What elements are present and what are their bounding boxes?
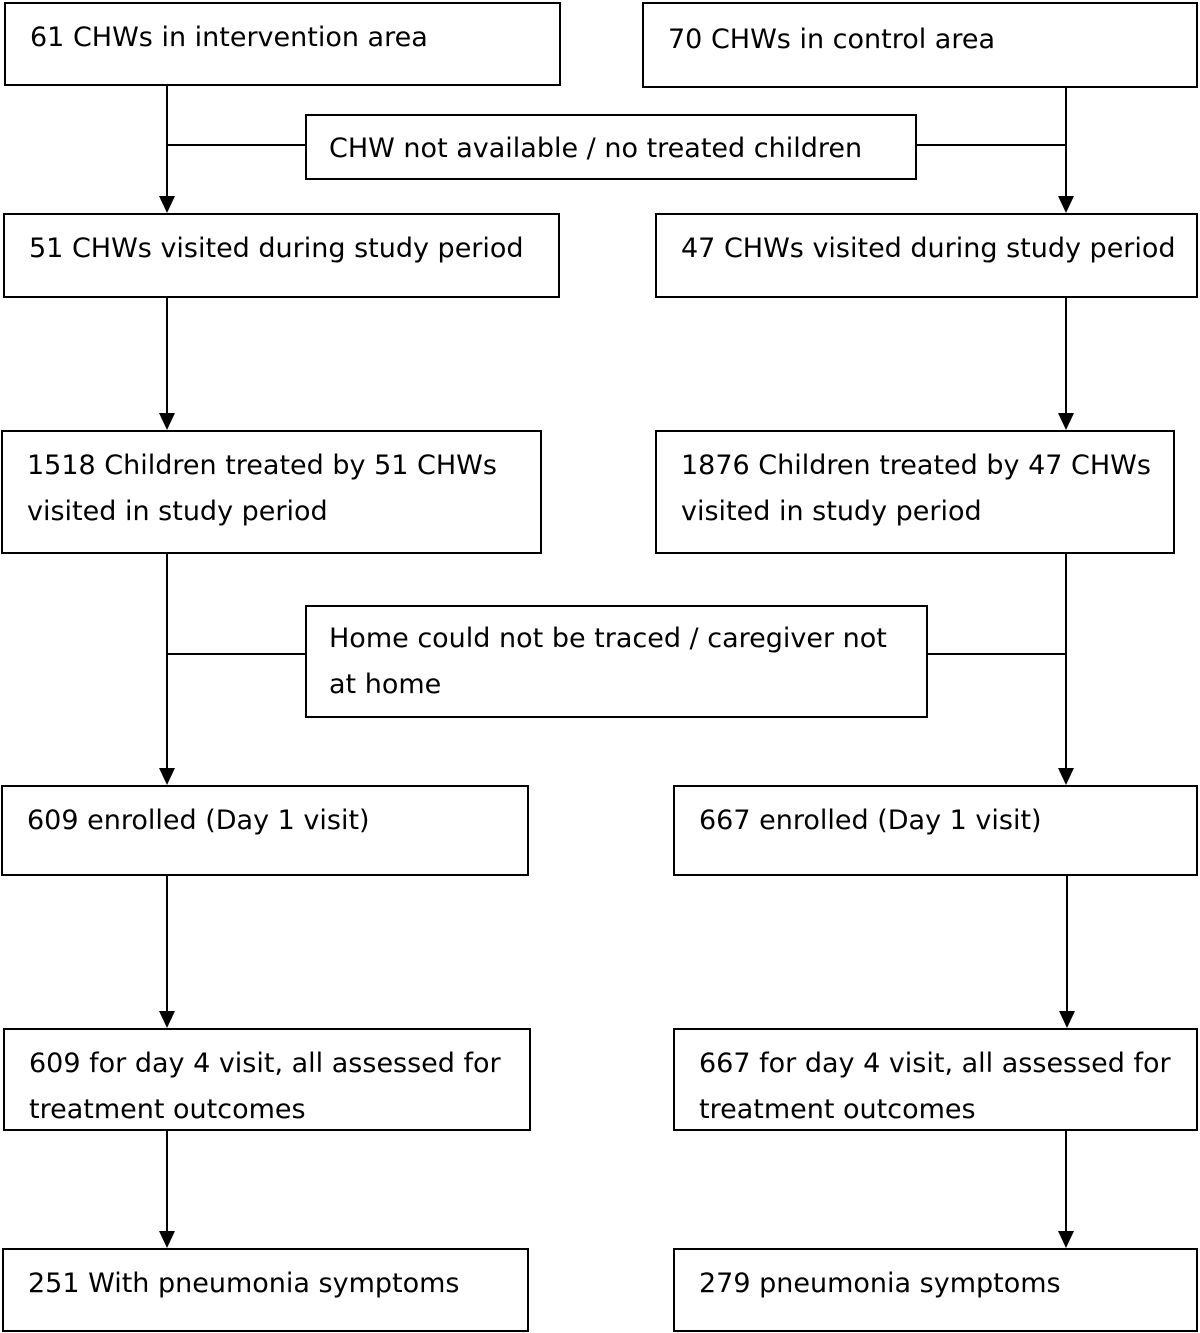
control-arrow-5-arrowhead — [1058, 1231, 1074, 1248]
intervention-arrow-4-arrowhead — [159, 1011, 175, 1028]
control-visited-box: 47 CHWs visited during study period — [655, 213, 1198, 298]
control-day4-line2: treatment outcomes — [699, 1094, 976, 1125]
intervention-arrow-2-arrowhead — [159, 413, 175, 430]
control-start-box: 70 CHWs in control area — [642, 2, 1198, 88]
control-treated-line1: 1876 Children treated by 47 CHWs — [681, 450, 1151, 481]
intervention-visited-text: 51 CHWs visited during study period — [29, 233, 524, 264]
control-final-text: 279 pneumonia symptoms — [699, 1268, 1061, 1299]
control-arrow-2-arrowhead — [1058, 413, 1074, 430]
intervention-arrow-3-arrowhead — [159, 768, 175, 785]
control-day4-box: 667 for day 4 visit, all assessed for tr… — [673, 1028, 1198, 1131]
intervention-visited-box: 51 CHWs visited during study period — [3, 213, 560, 298]
intervention-arrow-5-arrowhead — [159, 1231, 175, 1248]
intervention-final-text: 251 With pneumonia symptoms — [28, 1268, 460, 1299]
exclusion-2-line1: Home could not be traced / caregiver not — [329, 623, 887, 654]
control-arrow-4-arrowhead — [1059, 1011, 1075, 1028]
intervention-day4-line2: treatment outcomes — [29, 1094, 306, 1125]
exclusion-box-1: CHW not available / no treated children — [305, 114, 917, 180]
control-day4-line1: 667 for day 4 visit, all assessed for — [699, 1048, 1171, 1079]
intervention-enrolled-text: 609 enrolled (Day 1 visit) — [27, 805, 370, 836]
intervention-day4-line1: 609 for day 4 visit, all assessed for — [29, 1048, 501, 1079]
exclusion-2-line2: at home — [329, 669, 442, 700]
control-treated-line2: visited in study period — [681, 496, 982, 527]
control-visited-text: 47 CHWs visited during study period — [681, 233, 1176, 264]
control-arrow-3-arrowhead — [1058, 768, 1074, 785]
intervention-start-box: 61 CHWs in intervention area — [4, 2, 561, 86]
control-enrolled-text: 667 enrolled (Day 1 visit) — [699, 805, 1042, 836]
control-start-text: 70 CHWs in control area — [668, 24, 996, 55]
exclusion-1-text: CHW not available / no treated children — [329, 133, 863, 164]
control-enrolled-box: 667 enrolled (Day 1 visit) — [673, 785, 1198, 876]
intervention-arrow-1-arrowhead — [159, 196, 175, 213]
intervention-treated-line1: 1518 Children treated by 51 CHWs — [27, 450, 497, 481]
control-final-box: 279 pneumonia symptoms — [673, 1248, 1198, 1332]
intervention-treated-line2: visited in study period — [27, 496, 328, 527]
intervention-treated-box: 1518 Children treated by 51 CHWs visited… — [1, 430, 542, 554]
control-arrow-1-arrowhead — [1058, 196, 1074, 213]
intervention-final-box: 251 With pneumonia symptoms — [2, 1248, 529, 1332]
intervention-enrolled-box: 609 enrolled (Day 1 visit) — [1, 785, 529, 876]
intervention-day4-box: 609 for day 4 visit, all assessed for tr… — [3, 1028, 531, 1131]
control-treated-box: 1876 Children treated by 47 CHWs visited… — [655, 430, 1175, 554]
intervention-start-text: 61 CHWs in intervention area — [30, 22, 428, 53]
exclusion-box-2: Home could not be traced / caregiver not… — [305, 605, 928, 718]
